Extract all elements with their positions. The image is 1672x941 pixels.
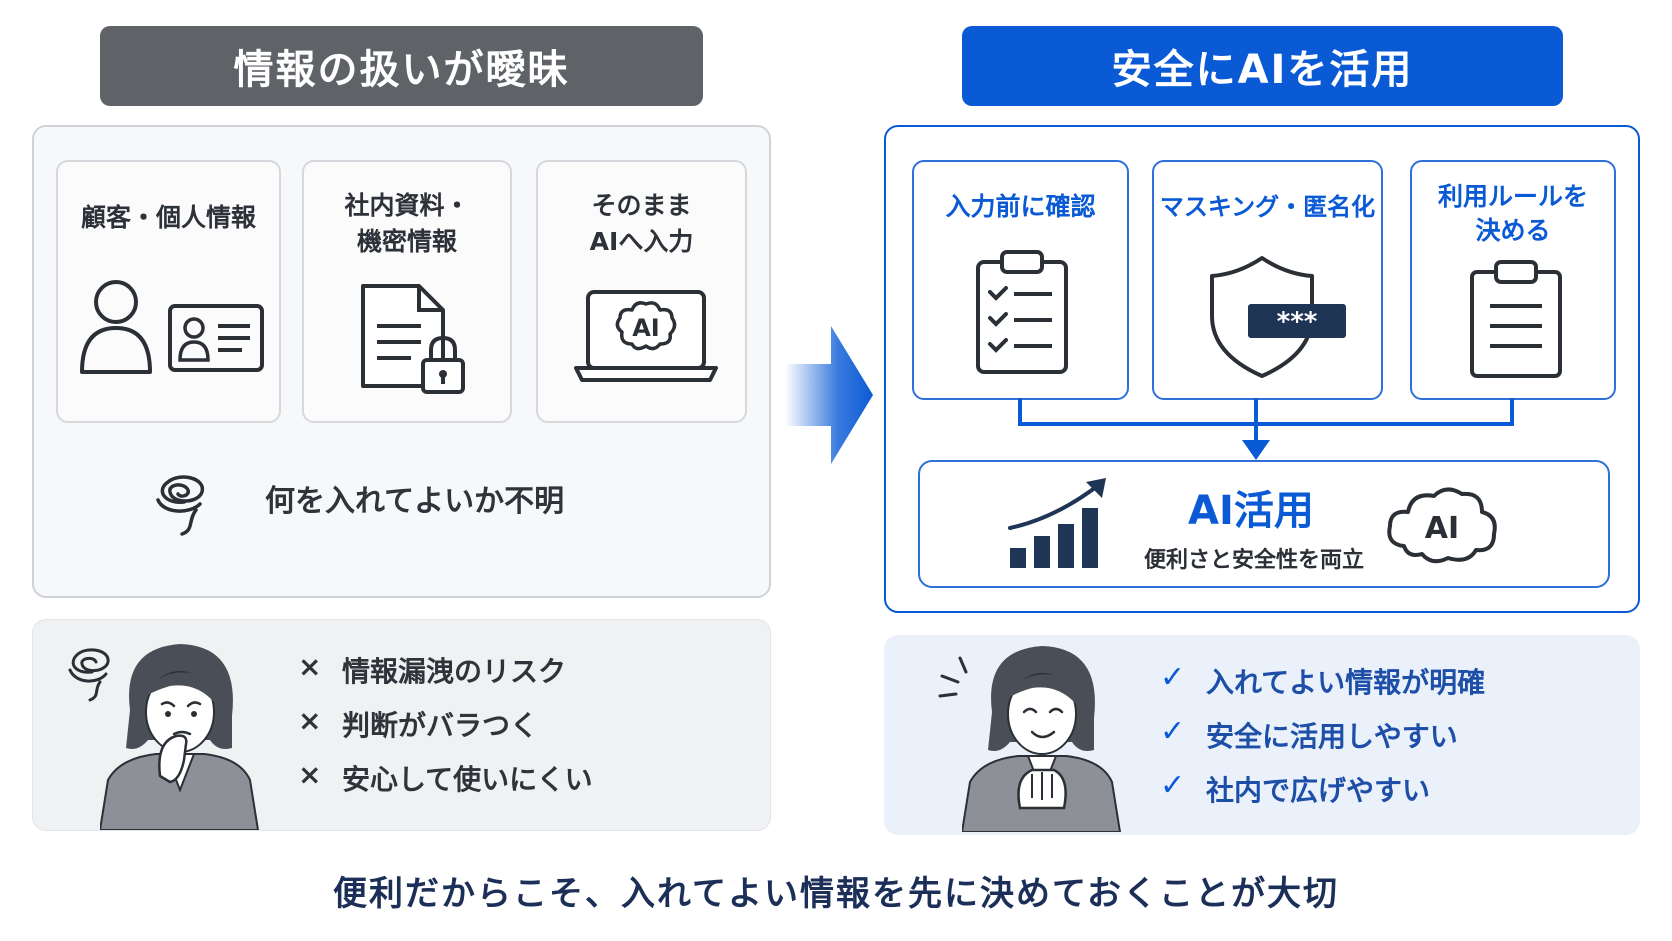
card-customer-info: 顧客・個人情報	[56, 160, 281, 423]
card-direct-ai-input: そのまま AIへ入力 AI	[536, 160, 747, 423]
rules-clipboard-icon	[1470, 260, 1562, 378]
card-title-line2: AIへ入力	[589, 227, 694, 256]
transition-arrow	[785, 326, 873, 464]
benefit-item: 社内で広げやすい	[1206, 774, 1431, 807]
risk-x-mark: ×	[298, 704, 322, 737]
ai-cloud-icon: AI	[1387, 487, 1497, 564]
worried-woman-illustration	[100, 644, 260, 830]
card-title: 入力前に確認	[945, 192, 1096, 221]
ai-title: AI活用	[1188, 488, 1314, 534]
card-title-line1: 利用ルールを	[1437, 182, 1588, 211]
card-check-before-input: 入力前に確認	[912, 160, 1129, 400]
footer-message: 便利だからこそ、入れてよい情報を先に決めておくことが大切	[333, 874, 1339, 914]
laptop-ai-icon: AI	[574, 290, 718, 382]
card-internal-docs: 社内資料・ 機密情報	[302, 160, 512, 423]
right-header: 安全にAIを活用	[962, 26, 1563, 106]
card-title-line1: そのまま	[591, 191, 692, 220]
laptop-ai-label: AI	[632, 314, 660, 342]
happy-woman-illustration	[962, 646, 1122, 832]
card-title-line1: 社内資料・	[344, 191, 470, 220]
ai-subtitle: 便利さと安全性を両立	[1144, 548, 1365, 573]
card-usage-rules: 利用ルールを 決める	[1410, 160, 1616, 400]
risk-x-mark: ×	[298, 758, 322, 791]
worried-swirl-icon	[68, 648, 110, 702]
benefit-item: 安全に活用しやすい	[1206, 720, 1458, 753]
card-title: マスキング・匿名化	[1159, 193, 1376, 221]
merge-connector	[1018, 398, 1514, 460]
benefit-item: 入れてよい情報が明確	[1206, 666, 1486, 699]
card-title-line2: 決める	[1475, 216, 1551, 245]
check-icon: ✓	[1160, 714, 1186, 749]
shield-mask-icon: ***	[1210, 256, 1346, 378]
checklist-clipboard-icon	[976, 250, 1068, 374]
check-icon: ✓	[1160, 660, 1186, 695]
mask-asterisks: ***	[1277, 307, 1318, 337]
unclear-text: 何を入れてよいか不明	[265, 484, 565, 519]
ai-cloud-label: AI	[1425, 511, 1459, 546]
confused-swirl-icon	[156, 475, 204, 536]
card-title: 顧客・個人情報	[80, 203, 256, 232]
risk-x-mark: ×	[298, 650, 322, 683]
growth-chart-icon	[1008, 478, 1106, 568]
risk-item: 判断がバラつく	[342, 709, 539, 742]
sparkle-lines-icon	[938, 656, 968, 698]
check-icon: ✓	[1160, 768, 1186, 803]
risk-item: 情報漏洩のリスク	[342, 655, 567, 688]
left-header: 情報の扱いが曖昧	[100, 26, 703, 106]
card-masking: マスキング・匿名化 ***	[1152, 160, 1383, 400]
locked-document-icon	[361, 284, 465, 394]
risk-item: 安心して使いにくい	[342, 763, 593, 796]
card-title-line2: 機密情報	[356, 227, 457, 256]
person-id-card-icon	[80, 280, 264, 374]
